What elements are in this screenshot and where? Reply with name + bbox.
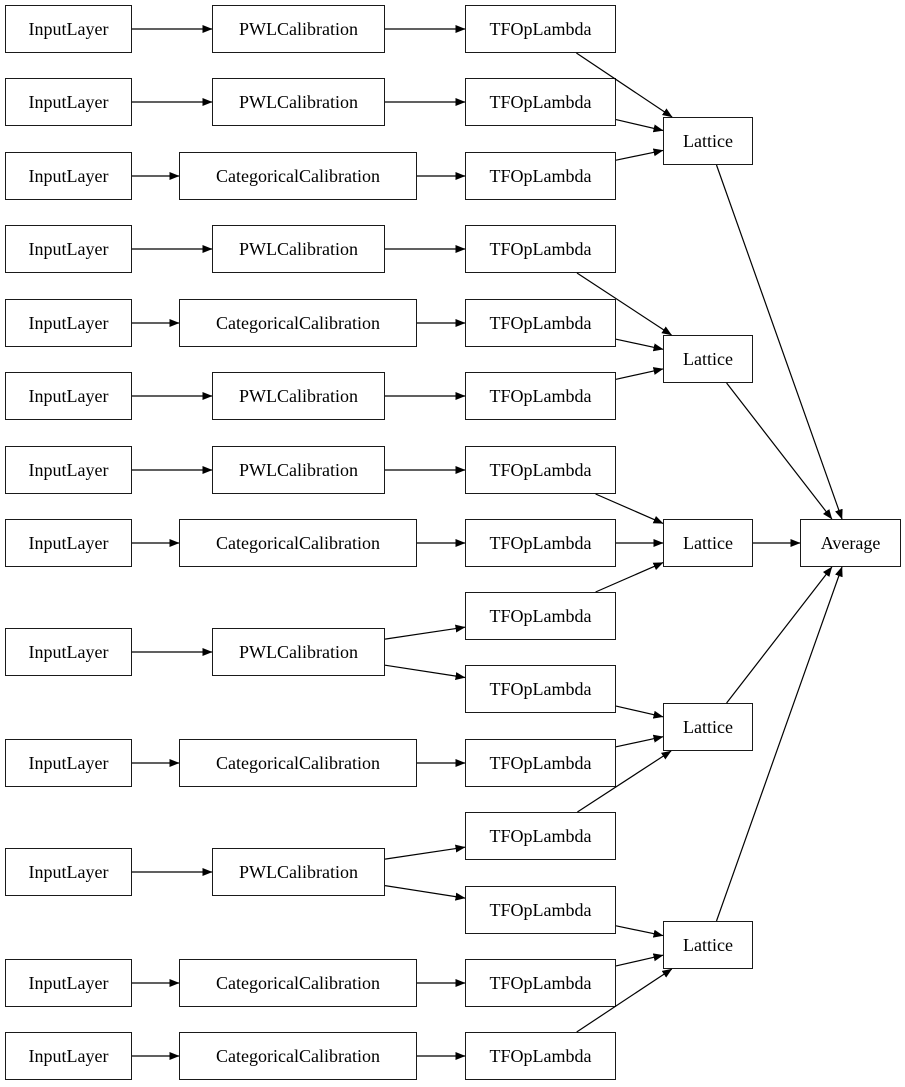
node-input-layer: InputLayer	[5, 5, 132, 53]
node-categorical-calibration: CategoricalCalibration	[179, 152, 417, 200]
node-tf-op-lambda: TFOpLambda	[465, 446, 616, 494]
edge-t13-to-l5	[615, 925, 664, 938]
node-tf-op-lambda: TFOpLambda	[465, 372, 616, 420]
node-tf-op-lambda: TFOpLambda	[465, 225, 616, 273]
node-pwl-calibration: PWLCalibration	[212, 5, 385, 53]
node-pwl-calibration: PWLCalibration	[212, 848, 385, 896]
node-tf-op-lambda: TFOpLambda	[465, 739, 616, 787]
edge-t11-to-l4	[615, 734, 664, 748]
edge-t2-to-l1	[615, 119, 664, 133]
node-input-layer: InputLayer	[5, 372, 132, 420]
node-pwl-calibration: PWLCalibration	[212, 225, 385, 273]
edge-t3-to-l1	[615, 148, 664, 161]
node-tf-op-lambda: TFOpLambda	[465, 299, 616, 347]
node-lattice: Lattice	[663, 921, 753, 969]
node-tf-op-lambda: TFOpLambda	[465, 152, 616, 200]
edge-t5-to-l2	[615, 338, 664, 352]
node-input-layer: InputLayer	[5, 519, 132, 567]
node-categorical-calibration: CategoricalCalibration	[179, 739, 417, 787]
node-pwl-calibration: PWLCalibration	[212, 446, 385, 494]
node-lattice: Lattice	[663, 519, 753, 567]
node-lattice: Lattice	[663, 117, 753, 165]
node-input-layer: InputLayer	[5, 848, 132, 896]
node-input-layer: InputLayer	[5, 78, 132, 126]
edge-cal11-to-t13	[384, 885, 466, 901]
node-tf-op-lambda: TFOpLambda	[465, 5, 616, 53]
node-tf-op-lambda: TFOpLambda	[465, 592, 616, 640]
node-categorical-calibration: CategoricalCalibration	[179, 1032, 417, 1080]
edge-t9-to-l3	[595, 562, 664, 593]
node-tf-op-lambda: TFOpLambda	[465, 959, 616, 1007]
edge-cal11-to-t12	[384, 844, 466, 860]
node-tf-op-lambda: TFOpLambda	[465, 519, 616, 567]
node-tf-op-lambda: TFOpLambda	[465, 812, 616, 860]
node-input-layer: InputLayer	[5, 628, 132, 676]
node-categorical-calibration: CategoricalCalibration	[179, 519, 417, 567]
node-tf-op-lambda: TFOpLambda	[465, 1032, 616, 1080]
edge-t10-to-l4	[615, 705, 664, 719]
node-input-layer: InputLayer	[5, 299, 132, 347]
edge-cal9-to-t9	[384, 624, 466, 640]
node-lattice: Lattice	[663, 703, 753, 751]
edge-cal9-to-t10	[384, 664, 466, 681]
edge-l4-to-avg	[726, 566, 833, 704]
node-categorical-calibration: CategoricalCalibration	[179, 299, 417, 347]
node-lattice: Lattice	[663, 335, 753, 383]
node-input-layer: InputLayer	[5, 959, 132, 1007]
node-tf-op-lambda: TFOpLambda	[465, 665, 616, 713]
node-tf-op-lambda: TFOpLambda	[465, 886, 616, 934]
node-average: Average	[800, 519, 901, 567]
node-input-layer: InputLayer	[5, 1032, 132, 1080]
edge-l2-to-avg	[726, 382, 833, 520]
node-categorical-calibration: CategoricalCalibration	[179, 959, 417, 1007]
node-pwl-calibration: PWLCalibration	[212, 78, 385, 126]
node-pwl-calibration: PWLCalibration	[212, 372, 385, 420]
node-input-layer: InputLayer	[5, 152, 132, 200]
edge-t6-to-l2	[615, 367, 664, 380]
node-tf-op-lambda: TFOpLambda	[465, 78, 616, 126]
node-input-layer: InputLayer	[5, 225, 132, 273]
node-input-layer: InputLayer	[5, 739, 132, 787]
node-pwl-calibration: PWLCalibration	[212, 628, 385, 676]
edge-t14-to-l5	[615, 953, 664, 967]
node-input-layer: InputLayer	[5, 446, 132, 494]
